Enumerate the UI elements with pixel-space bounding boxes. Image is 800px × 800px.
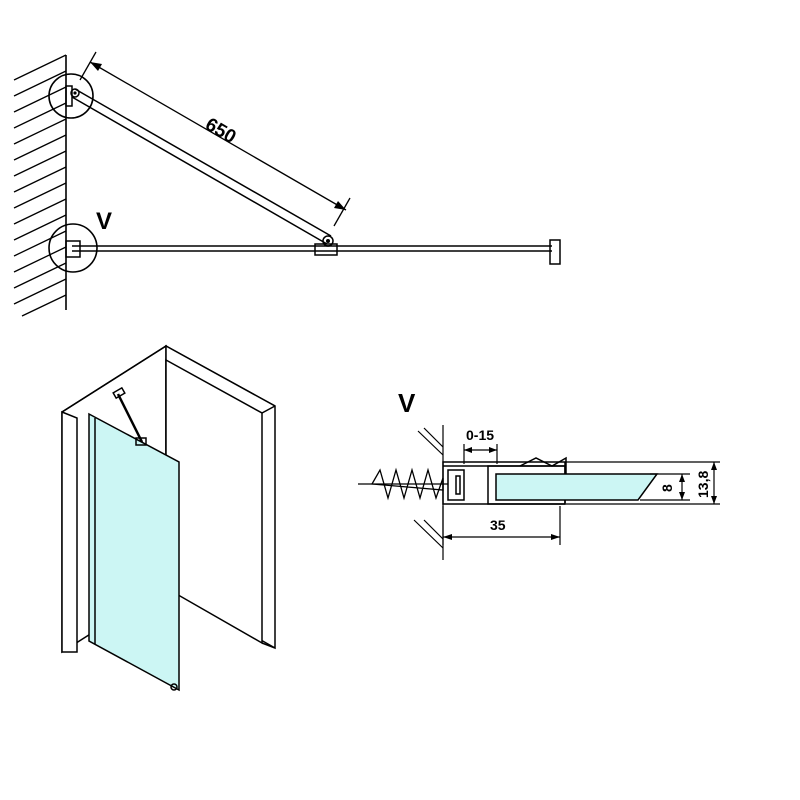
profile-height-label: 13,8 xyxy=(695,471,711,498)
iso-support-arm xyxy=(116,393,144,443)
glass-thickness-label: 8 xyxy=(659,484,675,492)
iso-glass-panel xyxy=(88,412,180,692)
detail-title: V xyxy=(398,388,416,418)
detail-glass xyxy=(495,473,659,501)
detail-v-view: V xyxy=(358,388,720,560)
wall-anchor xyxy=(358,467,448,501)
gap-label: 0-15 xyxy=(466,427,494,443)
detail-circle-upper xyxy=(48,73,94,119)
isometric-view xyxy=(61,344,276,692)
arm-dimension xyxy=(79,51,351,227)
top-plan-view: 650 V xyxy=(13,51,561,317)
detail-marker-label: V xyxy=(96,208,112,235)
wall-hatching-top xyxy=(13,54,67,317)
detail-circle-lower xyxy=(48,223,98,273)
wall-profile-lower xyxy=(65,240,81,258)
glass-panel-plan xyxy=(72,245,552,252)
detail-dimensions xyxy=(442,444,720,545)
arm-glass-clamp xyxy=(314,243,338,256)
glass-end-cap xyxy=(549,239,561,265)
arm-pivot-glass xyxy=(322,235,334,247)
wall-bracket-upper xyxy=(65,85,73,107)
arm-length-label: 650 xyxy=(202,114,240,148)
support-arm xyxy=(71,88,332,245)
depth-label: 35 xyxy=(490,517,506,533)
